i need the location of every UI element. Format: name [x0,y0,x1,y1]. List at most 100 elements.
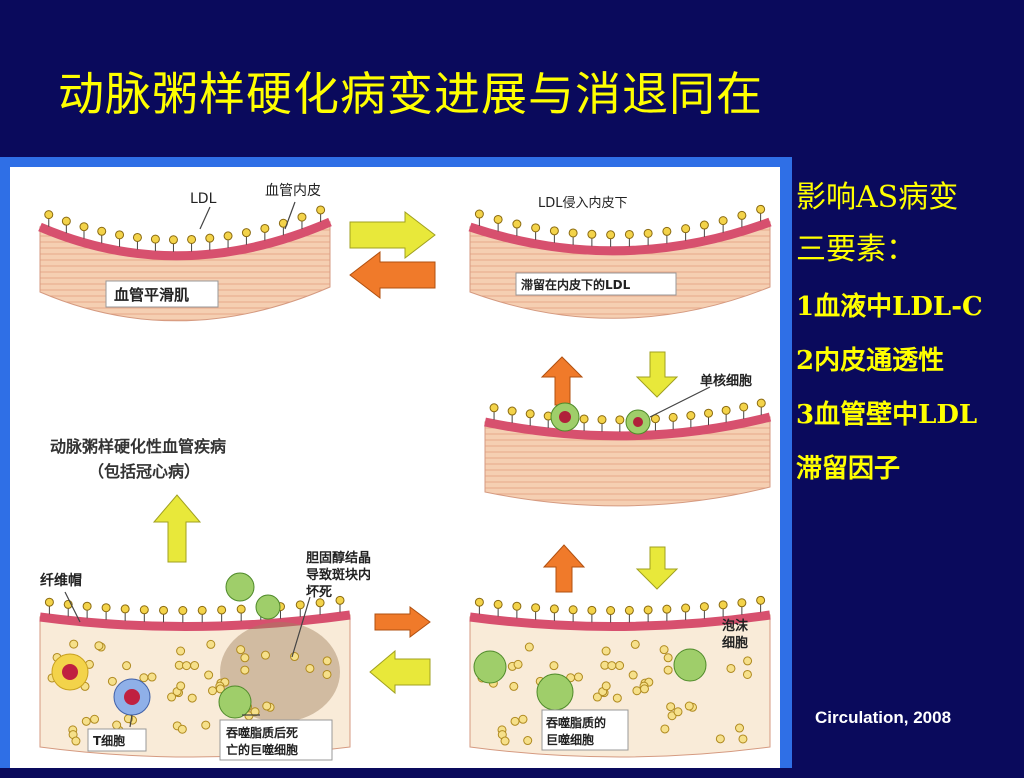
citation: Circulation, 2008 [815,708,952,727]
ldl-particle [662,604,672,614]
ldl-particle [587,605,597,615]
lipid-droplet [322,669,332,679]
lipid-droplet [726,663,736,673]
lipid-droplet [182,661,192,671]
ldl-retained-label: 滞留在内皮下的LDL [521,277,631,292]
lipid-droplet [509,681,519,691]
ldl-particle [150,234,160,244]
ldl-particle [217,605,227,615]
ldl-particle [737,598,747,608]
ldl-particle [643,605,653,615]
lipid-droplet [628,670,638,680]
ldl-particle [101,603,111,613]
ldl-particle [223,231,233,241]
ldl-particle [295,600,305,610]
forward-arrow-icon [374,606,431,638]
ldl-particle [704,408,714,418]
lipid-droplet [250,707,260,717]
forward-arrow-icon [349,210,436,260]
ldl-particle [178,606,188,616]
ldl-particle [512,601,522,611]
ldl-particles [44,595,345,623]
ldl-particle [120,604,130,614]
lipid-droplet [735,723,745,733]
disease-label-line1: 动脉粥样硬化性血管疾病 [50,437,226,456]
ldl-particle [739,402,749,412]
ldl-invade-label: LDL侵入内皮下 [538,195,628,211]
ldl-particle [756,204,766,214]
ldl-particle [260,223,270,233]
lipid-droplet [592,692,602,702]
ldl-particle [512,219,522,229]
ldl-particle [756,398,766,408]
ldl-particle [718,216,728,226]
ldl-particle [82,601,92,611]
ldl-particle [159,605,169,615]
ldl-particle [681,603,691,613]
ldl-particle [531,223,541,233]
lipid-droplet [190,661,200,671]
macrophage-label-line2: 巨噬细胞 [546,732,594,747]
ldl-particle [97,226,107,236]
ldl-particle [624,605,634,615]
ldl-particle [662,226,672,236]
ldl-particle [61,216,71,226]
lipid-droplet [500,736,510,746]
ldl-particle [606,230,616,240]
lipid-droplet [94,641,104,651]
endothelium-label: 血管内皮 [265,183,321,199]
lipid-droplet [513,659,523,669]
lipid-droplet [666,702,676,712]
dead-macrophage-label-line1: 吞噬脂质后死 [226,725,298,740]
ldl-particle [549,604,559,614]
ldl-particle [718,600,728,610]
panel-ldl-invade: LDL侵入内皮下 滞留在内皮下的LDL [468,195,772,319]
ldl-particle [493,214,503,224]
ldl-particles [474,595,766,623]
lipid-droplet [122,661,132,671]
dead-macrophage-label-line2: 亡的巨噬细胞 [226,742,298,757]
lipid-droplet [177,724,187,734]
lipid-droplet [607,661,617,671]
side-item: 2内皮通透性 [796,346,945,376]
lipid-droplet [663,665,673,675]
macrophage-label-line1: 吞噬脂质的 [546,715,606,730]
ldl-particle [44,597,54,607]
cholesterol-label-line2: 导致斑块内 [306,567,371,583]
disease-label-line2: （包括冠心病） [88,462,200,481]
lipid-droplet [201,720,211,730]
ldl-particle [474,597,484,607]
lipid-droplet [167,692,177,702]
lipid-droplet [663,653,673,663]
up-arrow-icon [152,494,202,563]
lipid-droplet [305,663,315,673]
lipid-droplet [639,684,649,694]
ldl-particle [549,226,559,236]
lipid-droplet [208,686,218,696]
ldl-particle [241,228,251,238]
lipid-droplet [204,670,214,680]
side-panel: 影响AS病变 三要素： 1血液中LDL-C 2内皮通透性 3血管壁中LDL 滞留… [796,176,983,496]
ldl-particle [737,210,747,220]
side-subheading: 三要素： [796,232,916,267]
ldl-particles [44,205,326,252]
ldl-particle [315,598,325,608]
lipid-droplet [147,672,157,682]
ldl-particle [507,406,517,416]
lipid-droplet [69,639,79,649]
lipid-droplet [549,661,559,671]
lipid-droplet [322,656,332,666]
lipid-droplet [240,653,250,663]
ldl-particle [197,605,207,615]
ldl-particle [721,405,731,415]
ldl-particle [79,222,89,232]
lipid-droplet [615,661,625,671]
down-arrow-icon [635,546,679,590]
panel-normal-vessel: LDL 血管内皮 血管平滑肌 [38,183,332,322]
ldl-particle [624,229,634,239]
lipid-droplet [215,684,225,694]
lipid-droplet [601,681,611,691]
lipid-droplet [187,693,197,703]
ldl-particle [681,224,691,234]
lipid-droplet [112,720,122,730]
